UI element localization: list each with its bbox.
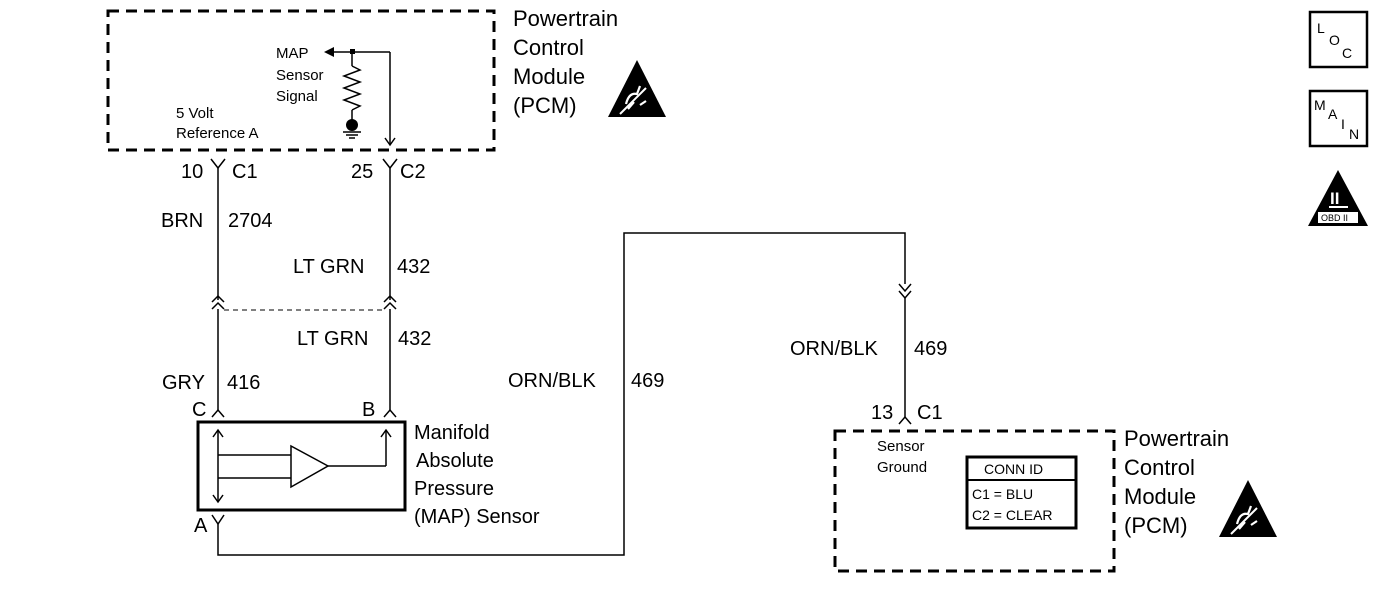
map-signal-arrow — [324, 47, 390, 57]
pcm-top-title-line3: Module — [513, 64, 585, 89]
esd-warning-icon — [608, 60, 666, 117]
sensor-ground-label-line1: Sensor — [877, 438, 925, 455]
pin-13-terminal — [898, 415, 912, 425]
wire-brn-color-label: BRN — [161, 210, 203, 232]
connector-c1-bottom-label: C1 — [917, 402, 943, 424]
obd-ii-icon: II OBD II — [1308, 170, 1368, 226]
main-icon-letter-a: A — [1328, 106, 1338, 122]
pin-10-label: 10 — [181, 161, 203, 183]
amplifier-triangle-icon — [290, 444, 330, 489]
reference-label-line2: Reference A — [176, 125, 259, 142]
map-signal-label-line2: Sensor — [276, 67, 324, 84]
map-pin-b-terminal — [383, 408, 397, 418]
wire-gry-color-label: GRY — [162, 372, 205, 394]
pcm-top-title-line4: (PCM) — [513, 93, 577, 118]
obd-ii-label: OBD II — [1321, 213, 1348, 223]
esd-warning-icon — [1219, 480, 1277, 537]
main-icon-letter-n: N — [1349, 126, 1359, 142]
pcm-bottom-title-line1: Powertrain — [1124, 426, 1229, 451]
map-sensor-body — [196, 420, 407, 512]
sensor-ground-label-line2: Ground — [877, 459, 927, 476]
wire-ornblk-left-color-label: ORN/BLK — [508, 370, 596, 392]
connector-c1-top-label: C1 — [232, 161, 258, 183]
map-sensor-name-line3: Pressure — [414, 478, 494, 500]
loc-icon: L O C — [1308, 10, 1369, 69]
pcm-bottom-title-line2: Control — [1124, 455, 1195, 480]
conn-id-table: CONN ID C1 = BLU C2 = CLEAR — [965, 455, 1078, 530]
pcm-bottom-title-line3: Module — [1124, 484, 1196, 509]
wire-ltgrn-lower-circuit-label: 432 — [398, 328, 431, 350]
wire-ltgrn-upper-color-label: LT GRN — [293, 256, 365, 278]
wire-ornblk-469 — [217, 232, 912, 556]
main-icon-letter-m: M — [1314, 97, 1326, 113]
map-sensor-name-line1: Manifold — [414, 422, 490, 444]
pcm-bottom-title-line4: (PCM) — [1124, 513, 1188, 538]
pcm-bottom-module: 13 C1 Sensor Ground CONN ID C1 = BLU C2 … — [833, 402, 1277, 573]
wire-brn-circuit-label: 2704 — [228, 210, 273, 232]
pullup-resistor — [341, 52, 363, 139]
wire-ornblk-left-circuit-label: 469 — [631, 370, 664, 392]
wire-ornblk-right-color-label: ORN/BLK — [790, 338, 878, 360]
conn-id-c1: C1 = BLU — [972, 486, 1033, 502]
map-pin-b-label: B — [362, 399, 375, 421]
wire-ltgrn-upper-circuit-label: 432 — [397, 256, 430, 278]
map-pin-a-terminal — [211, 514, 225, 526]
connector-c2-top-label: C2 — [400, 161, 426, 183]
pcm-top-title-line2: Control — [513, 35, 584, 60]
obd-ii-roman: II — [1330, 189, 1339, 208]
wire-ltgrn-lower-color-label: LT GRN — [297, 328, 369, 350]
wire-gry-circuit-label: 416 — [227, 372, 260, 394]
map-signal-label-line3: Signal — [276, 88, 318, 105]
map-pin-c-terminal — [211, 408, 225, 418]
loc-icon-letter-o: O — [1329, 32, 1340, 48]
wire-ornblk-right-circuit-label: 469 — [914, 338, 947, 360]
map-sensor-name-line2: Absolute — [416, 450, 494, 472]
map-pin-a-label: A — [194, 515, 208, 537]
pin-25-label: 25 — [351, 161, 373, 183]
pcm-top-boundary — [106, 9, 496, 152]
pcm-top-title-line1: Powertrain — [513, 6, 618, 31]
reference-label-line1: 5 Volt — [176, 105, 214, 122]
main-icon: M A I N — [1308, 89, 1369, 148]
map-sensor-name-line4: (MAP) Sensor — [414, 506, 540, 528]
inline-connector — [211, 294, 397, 311]
pin-13-label: 13 — [871, 402, 893, 424]
conn-id-c2: C2 = CLEAR — [972, 507, 1053, 523]
map-pin-c-label: C — [192, 399, 206, 421]
loc-icon-letter-l: L — [1317, 20, 1325, 36]
map-signal-label-line1: MAP — [276, 45, 309, 62]
loc-icon-letter-c: C — [1342, 45, 1352, 61]
pcm-top-module: Powertrain Control Module (PCM) MAP Sens… — [106, 6, 666, 152]
main-icon-letter-i: I — [1341, 116, 1345, 132]
conn-id-header: CONN ID — [984, 461, 1043, 477]
signal-line-to-c2 — [384, 52, 396, 147]
pcm-bottom-boundary — [833, 429, 1116, 573]
pin-25-terminal — [382, 158, 398, 170]
map-sensor: C B Manifold Absolute Pressure (MAP) Sen… — [192, 399, 540, 537]
pin-10-terminal — [210, 158, 226, 170]
